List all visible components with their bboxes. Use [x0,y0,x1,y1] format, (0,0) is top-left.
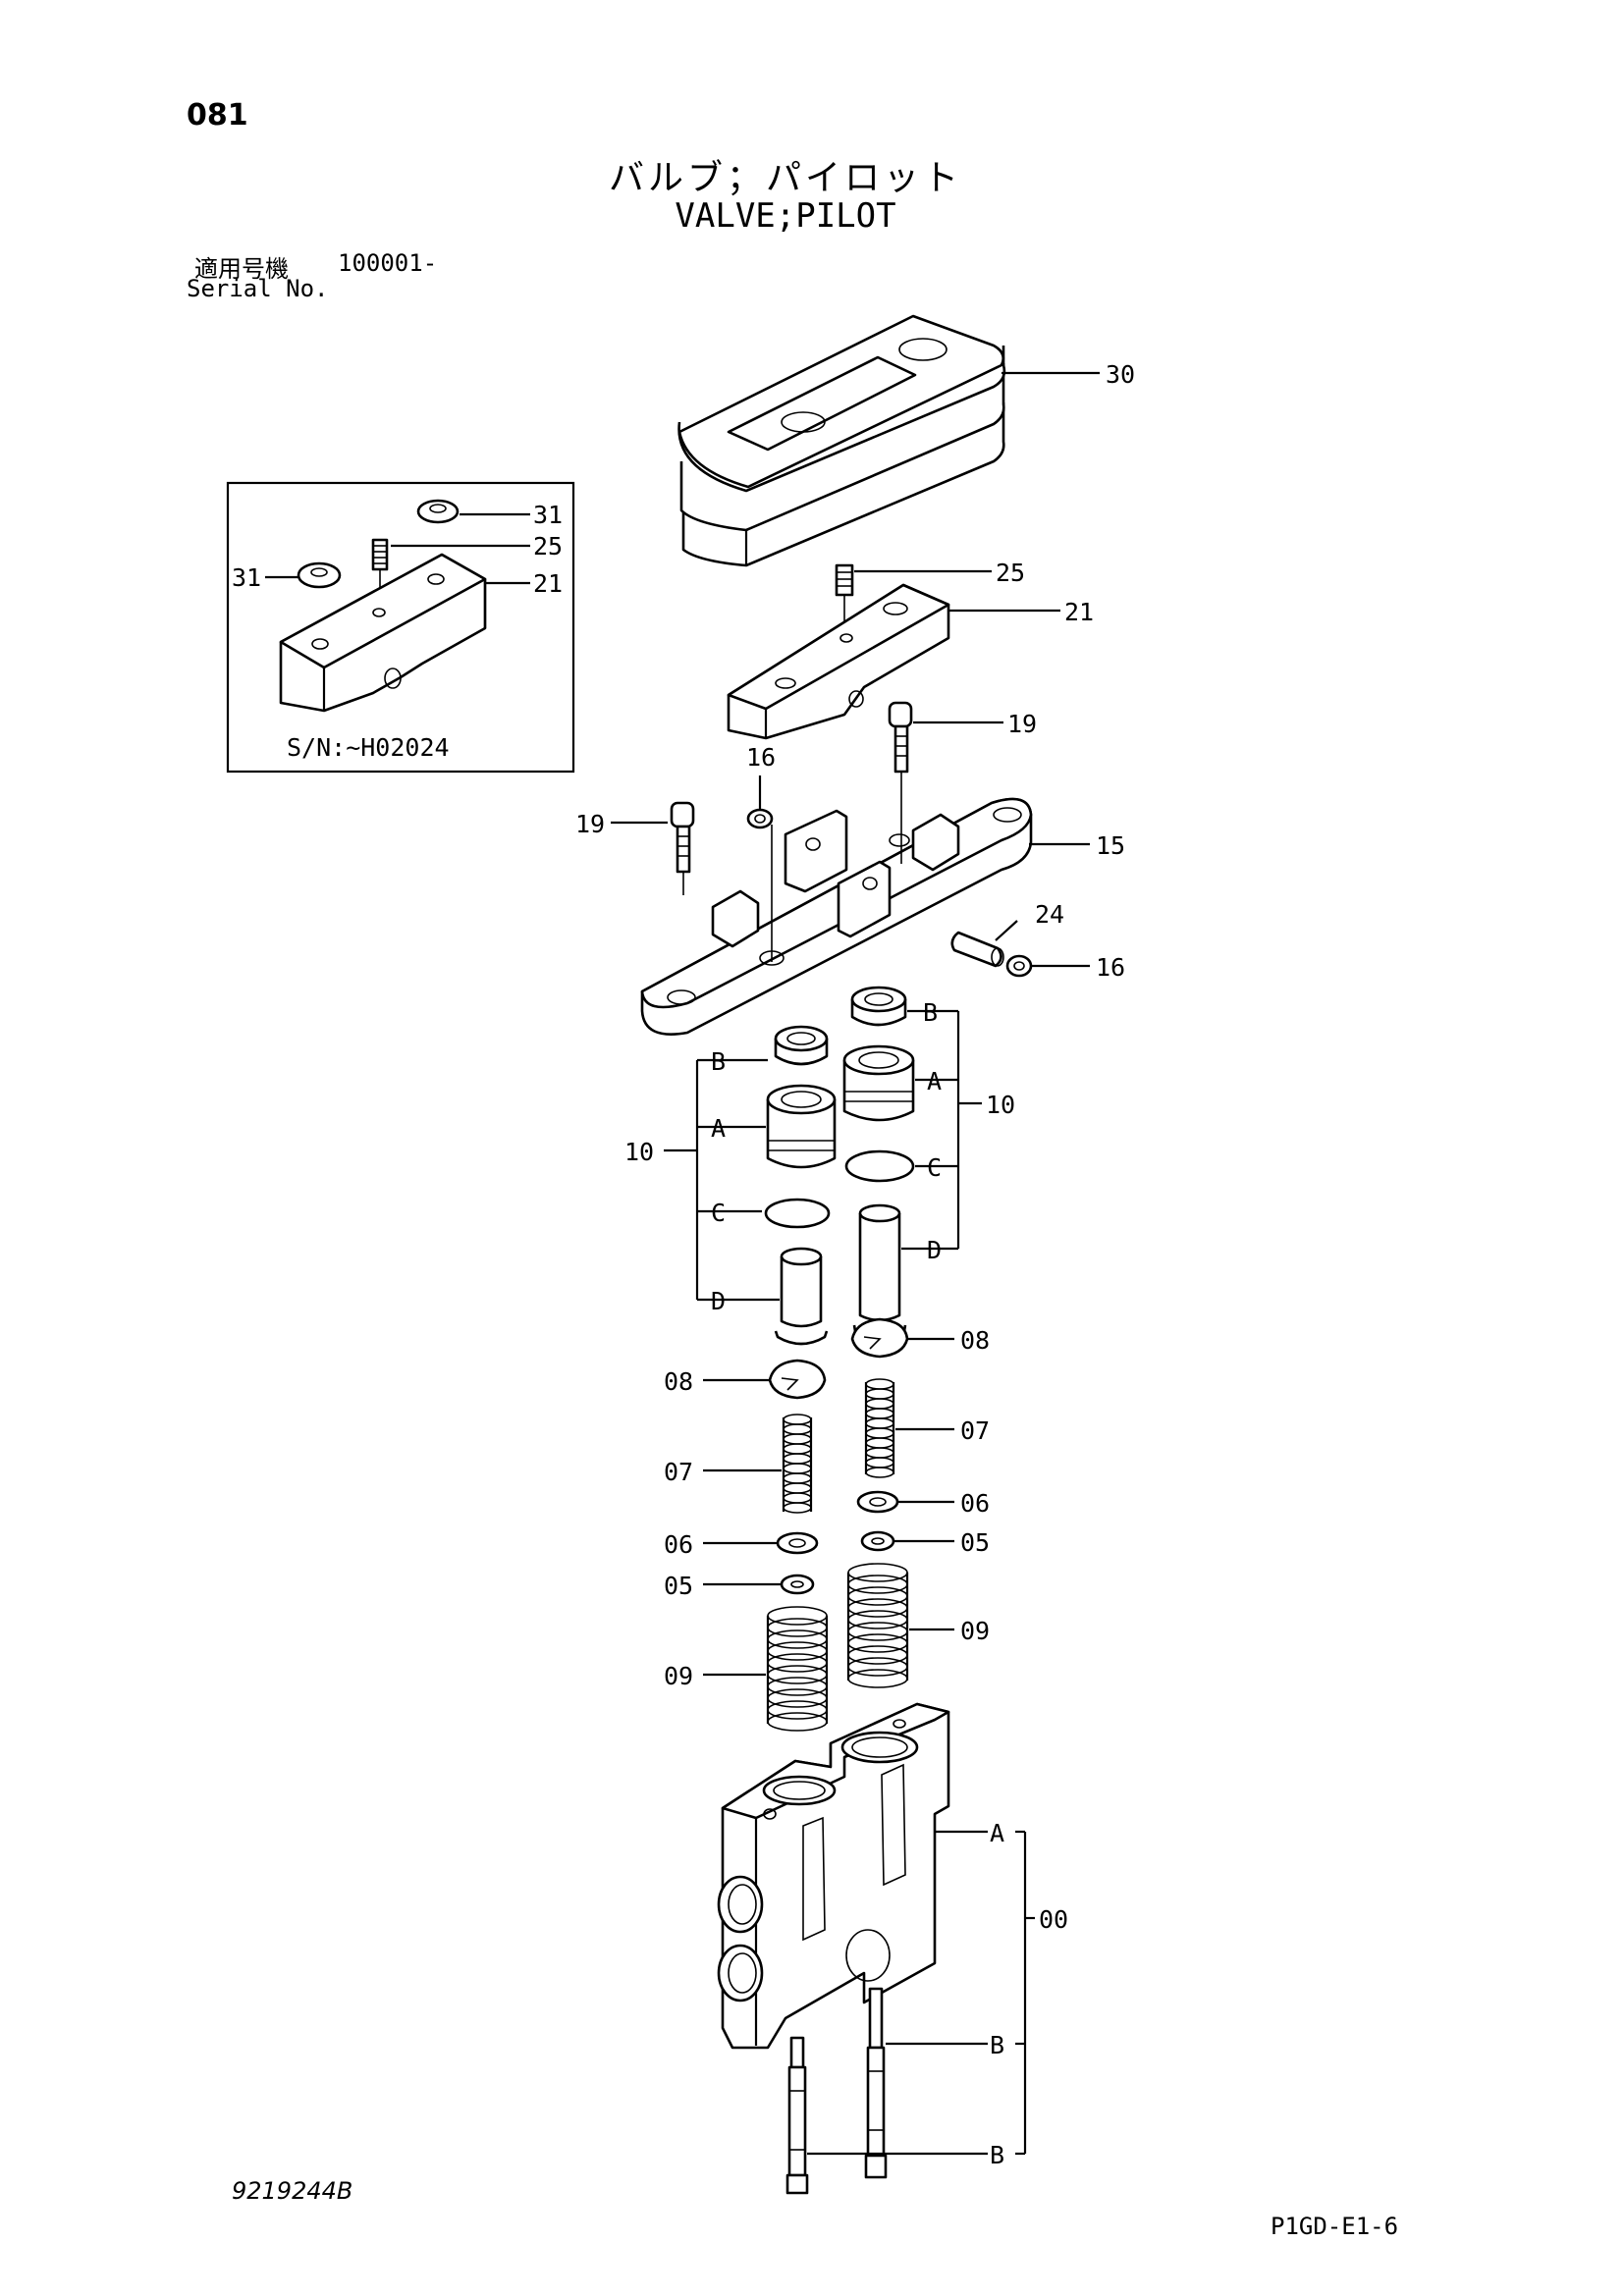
page-number: 081 [187,98,248,133]
part-21-bracket [727,583,1060,740]
label-body-A: A [990,1819,1004,1847]
serial-label-japanese: 適用号機 [194,255,289,283]
label-right-10: 10 [986,1091,1015,1119]
part-08-seat-right [850,1317,954,1359]
part-30-boot [677,314,1100,567]
label-06-right: 06 [960,1489,990,1518]
serial-value: 100001- [338,249,438,277]
label-06-left: 06 [664,1530,693,1559]
title-english: VALVE;PILOT [675,196,896,236]
label-24: 24 [1035,900,1064,929]
inset-washer-31-top [416,499,460,524]
label-left-C: C [711,1199,726,1227]
part-08-seat-left [703,1359,827,1400]
part-16-washer-top [746,775,774,829]
label-25: 25 [996,559,1025,587]
inset-label-31-left: 31 [232,563,261,592]
inset-label-31-top: 31 [533,501,563,529]
label-body-B1: B [990,2031,1004,2059]
part-19-screw-left [611,801,695,895]
label-08-left: 08 [664,1367,693,1396]
inset-label-25: 25 [533,532,563,561]
label-16-right: 16 [1096,953,1125,982]
label-left-D: D [711,1287,726,1315]
label-07-left: 07 [664,1458,693,1486]
label-09-right: 09 [960,1617,990,1645]
part-plunger-right [864,1987,988,2179]
right-assembly-10 [842,986,982,1346]
label-19-left: 19 [575,810,605,838]
part-15-plate [640,797,1090,1036]
label-05-right: 05 [960,1528,990,1557]
label-15: 15 [1096,831,1125,860]
inset-label-21: 21 [533,569,563,598]
label-30: 30 [1106,360,1135,389]
part-06-washer-right [856,1490,954,1514]
label-08-right: 08 [960,1326,990,1355]
inset-box: 31 25 31 21 S/N:~H02024 [226,481,575,774]
part-16-washer-right [1005,954,1090,978]
label-19-right: 19 [1007,710,1037,738]
part-05-washer-right [860,1530,954,1552]
part-24-pin [950,920,1018,968]
serial-label-english: Serial No. [187,275,329,302]
label-right-C: C [927,1153,942,1182]
inset-serial-note: S/N:~H02024 [287,733,450,762]
part-09-spring-right [846,1563,954,1688]
label-right-D: D [927,1236,942,1264]
part-07-spring-right [864,1378,954,1478]
part-06-washer-left [703,1531,819,1555]
label-05-left: 05 [664,1572,693,1600]
label-07-right: 07 [960,1416,990,1445]
label-21: 21 [1064,598,1094,626]
part-05-washer-left [703,1574,815,1595]
label-right-B: B [923,998,938,1027]
label-body-00: 00 [1039,1905,1068,1934]
inset-set-screw-25 [371,538,389,614]
part-19-screw-right [888,701,1003,825]
inset-frame [226,481,575,774]
label-body-B2: B [990,2141,1004,2169]
part-09-spring-left [703,1606,829,1732]
part-07-spring-left [703,1414,813,1514]
part-plunger-left [785,2036,988,2195]
label-09-left: 09 [664,1662,693,1690]
title-japanese: バルブ；パイロット [608,158,962,198]
left-assembly-10 [664,1025,837,1346]
label-left-B: B [711,1047,726,1076]
label-left-A: A [711,1114,726,1143]
label-left-10: 10 [624,1138,654,1166]
drawing-number: 9219244B [232,2177,353,2205]
part-00-valve-body [717,1702,988,2050]
label-16-top: 16 [746,743,776,772]
inset-washer-31-left [297,561,342,589]
inset-bracket-21 [279,553,487,713]
footer-code: P1GD-E1-6 [1271,2213,1399,2240]
label-right-A: A [927,1067,942,1095]
body-00-bracket [1015,1830,1035,2156]
